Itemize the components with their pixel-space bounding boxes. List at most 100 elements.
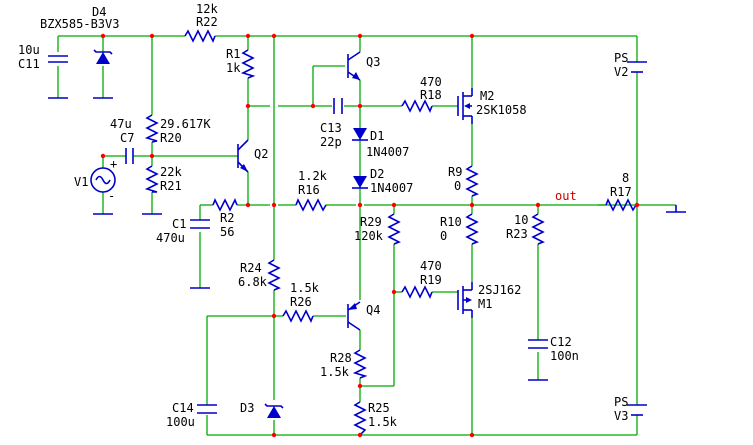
resistor-r2: R2 56 — [212, 198, 238, 239]
r2-value: 56 — [220, 225, 234, 239]
diode-icon — [353, 128, 367, 140]
resistor-r24: R24 6.8k — [238, 259, 281, 291]
r23-ref: R23 — [506, 227, 528, 241]
v1-plus: + — [110, 157, 117, 171]
c11-value: 10u — [18, 43, 40, 57]
r19-ref: R19 — [420, 273, 442, 287]
capacitor-c13: C13 22p — [320, 98, 343, 149]
r2-ref: R2 — [220, 211, 234, 225]
resistor-r28: R28 1.5k — [320, 349, 368, 379]
r23-value: 10 — [514, 213, 528, 227]
c11-ref: C11 — [18, 57, 40, 71]
dc-source-v3: PS V3 — [614, 395, 647, 423]
resistor-r25: R25 1.5k — [353, 401, 398, 436]
zener-diode-d4: D4 BZX585-B3V3 — [40, 5, 119, 64]
r25-ref: R25 — [368, 401, 390, 415]
r9-value: 0 — [454, 179, 461, 193]
capacitor-c7: 47u C7 — [110, 117, 134, 164]
transistor-q3: Q3 — [347, 51, 380, 81]
resistor-r26: 1.5k R26 — [282, 281, 320, 323]
resistor-r18: 470 R18 — [401, 75, 442, 113]
transistor-q4: Q4 — [347, 301, 380, 331]
d2-value: 1N4007 — [370, 181, 413, 195]
r29-ref: R29 — [360, 215, 382, 229]
dc-source-v2: PS V2 — [614, 51, 647, 79]
resistor-r29: R29 120k — [354, 213, 401, 245]
c1-ref: C1 — [172, 217, 186, 231]
v3-value: PS — [614, 395, 628, 409]
ac-source-icon — [90, 167, 116, 193]
mosfet-m2: M2 2SK1058 — [457, 88, 527, 124]
q4-ref: Q4 — [366, 303, 380, 317]
d1-ref: D1 — [370, 129, 384, 143]
r17-ref: R17 — [610, 185, 632, 199]
resistor-r16: 1.2k R16 — [295, 169, 328, 212]
r20-value: 29.617K — [160, 117, 211, 131]
m1-value: 2SJ162 — [478, 283, 521, 297]
r21-ref: R21 — [160, 179, 182, 193]
r19-value: 470 — [420, 259, 442, 273]
resistor-r22: 12k R22 — [184, 2, 218, 43]
r16-value: 1.2k — [298, 169, 328, 183]
c7-value: 47u — [110, 117, 132, 131]
r28-ref: R28 — [330, 351, 352, 365]
v3-ref: V3 — [614, 409, 628, 423]
c12-value: 100n — [550, 349, 579, 363]
c14-ref: C14 — [172, 401, 194, 415]
resistor-r17: 8 R17 — [605, 171, 637, 212]
transistor-q2: Q2 — [237, 139, 268, 173]
d3-ref: D3 — [240, 401, 254, 415]
resistor-r23: 10 R23 — [506, 213, 545, 245]
ac-source-v1: + - V1 — [74, 157, 117, 203]
zener-diode-icon — [96, 52, 110, 64]
junction-dots — [100, 33, 640, 438]
ground-symbols — [48, 97, 686, 381]
r16-ref: R16 — [298, 183, 320, 197]
wires — [57, 35, 676, 436]
resistor-r10: R10 0 — [440, 213, 479, 245]
q3-ref: Q3 — [366, 55, 380, 69]
resistor-r21: 22k R21 — [144, 165, 182, 193]
v2-ref: V2 — [614, 65, 628, 79]
v1-minus: - — [108, 189, 115, 203]
c1-value: 470u — [156, 231, 185, 245]
capacitor-c14: C14 100u — [166, 401, 217, 429]
r17-value: 8 — [622, 171, 629, 185]
r26-value: 1.5k — [290, 281, 320, 295]
d1-value: 1N4007 — [366, 145, 409, 159]
r22-ref: R22 — [196, 15, 218, 29]
r9-ref: R9 — [448, 165, 462, 179]
c13-value: 22p — [320, 135, 342, 149]
resistor-r9: R9 0 — [448, 165, 479, 197]
r25-value: 1.5k — [368, 415, 398, 429]
capacitor-c12: C12 100n — [528, 335, 579, 363]
capacitor-c1: C1 470u — [156, 217, 210, 245]
resistor-r19: 470 R19 — [401, 259, 442, 299]
r20-ref: R20 — [160, 131, 182, 145]
r1-ref: R1 — [226, 47, 240, 61]
c12-ref: C12 — [550, 335, 572, 349]
r24-value: 6.8k — [238, 275, 268, 289]
diode-icon — [353, 176, 367, 188]
d4-value: BZX585-B3V3 — [40, 17, 119, 31]
m2-ref: M2 — [480, 89, 494, 103]
out-net-label: out — [555, 189, 577, 203]
r24-ref: R24 — [240, 261, 262, 275]
r28-value: 1.5k — [320, 365, 350, 379]
ground-icon — [666, 205, 686, 213]
r10-value: 0 — [440, 229, 447, 243]
r26-ref: R26 — [290, 295, 312, 309]
c7-ref: C7 — [120, 131, 134, 145]
r21-value: 22k — [160, 165, 182, 179]
c13-ref: C13 — [320, 121, 342, 135]
r18-ref: R18 — [420, 88, 442, 102]
r1-value: 1k — [226, 61, 241, 75]
diode-d2: D2 1N4007 — [352, 167, 413, 195]
m2-value: 2SK1058 — [476, 103, 527, 117]
capacitor-c11: 10u C11 — [18, 43, 68, 71]
r29-value: 120k — [354, 229, 384, 243]
v2-value: PS — [614, 51, 628, 65]
m1-ref: M1 — [478, 297, 492, 311]
diode-d1: D1 1N4007 — [352, 128, 409, 159]
